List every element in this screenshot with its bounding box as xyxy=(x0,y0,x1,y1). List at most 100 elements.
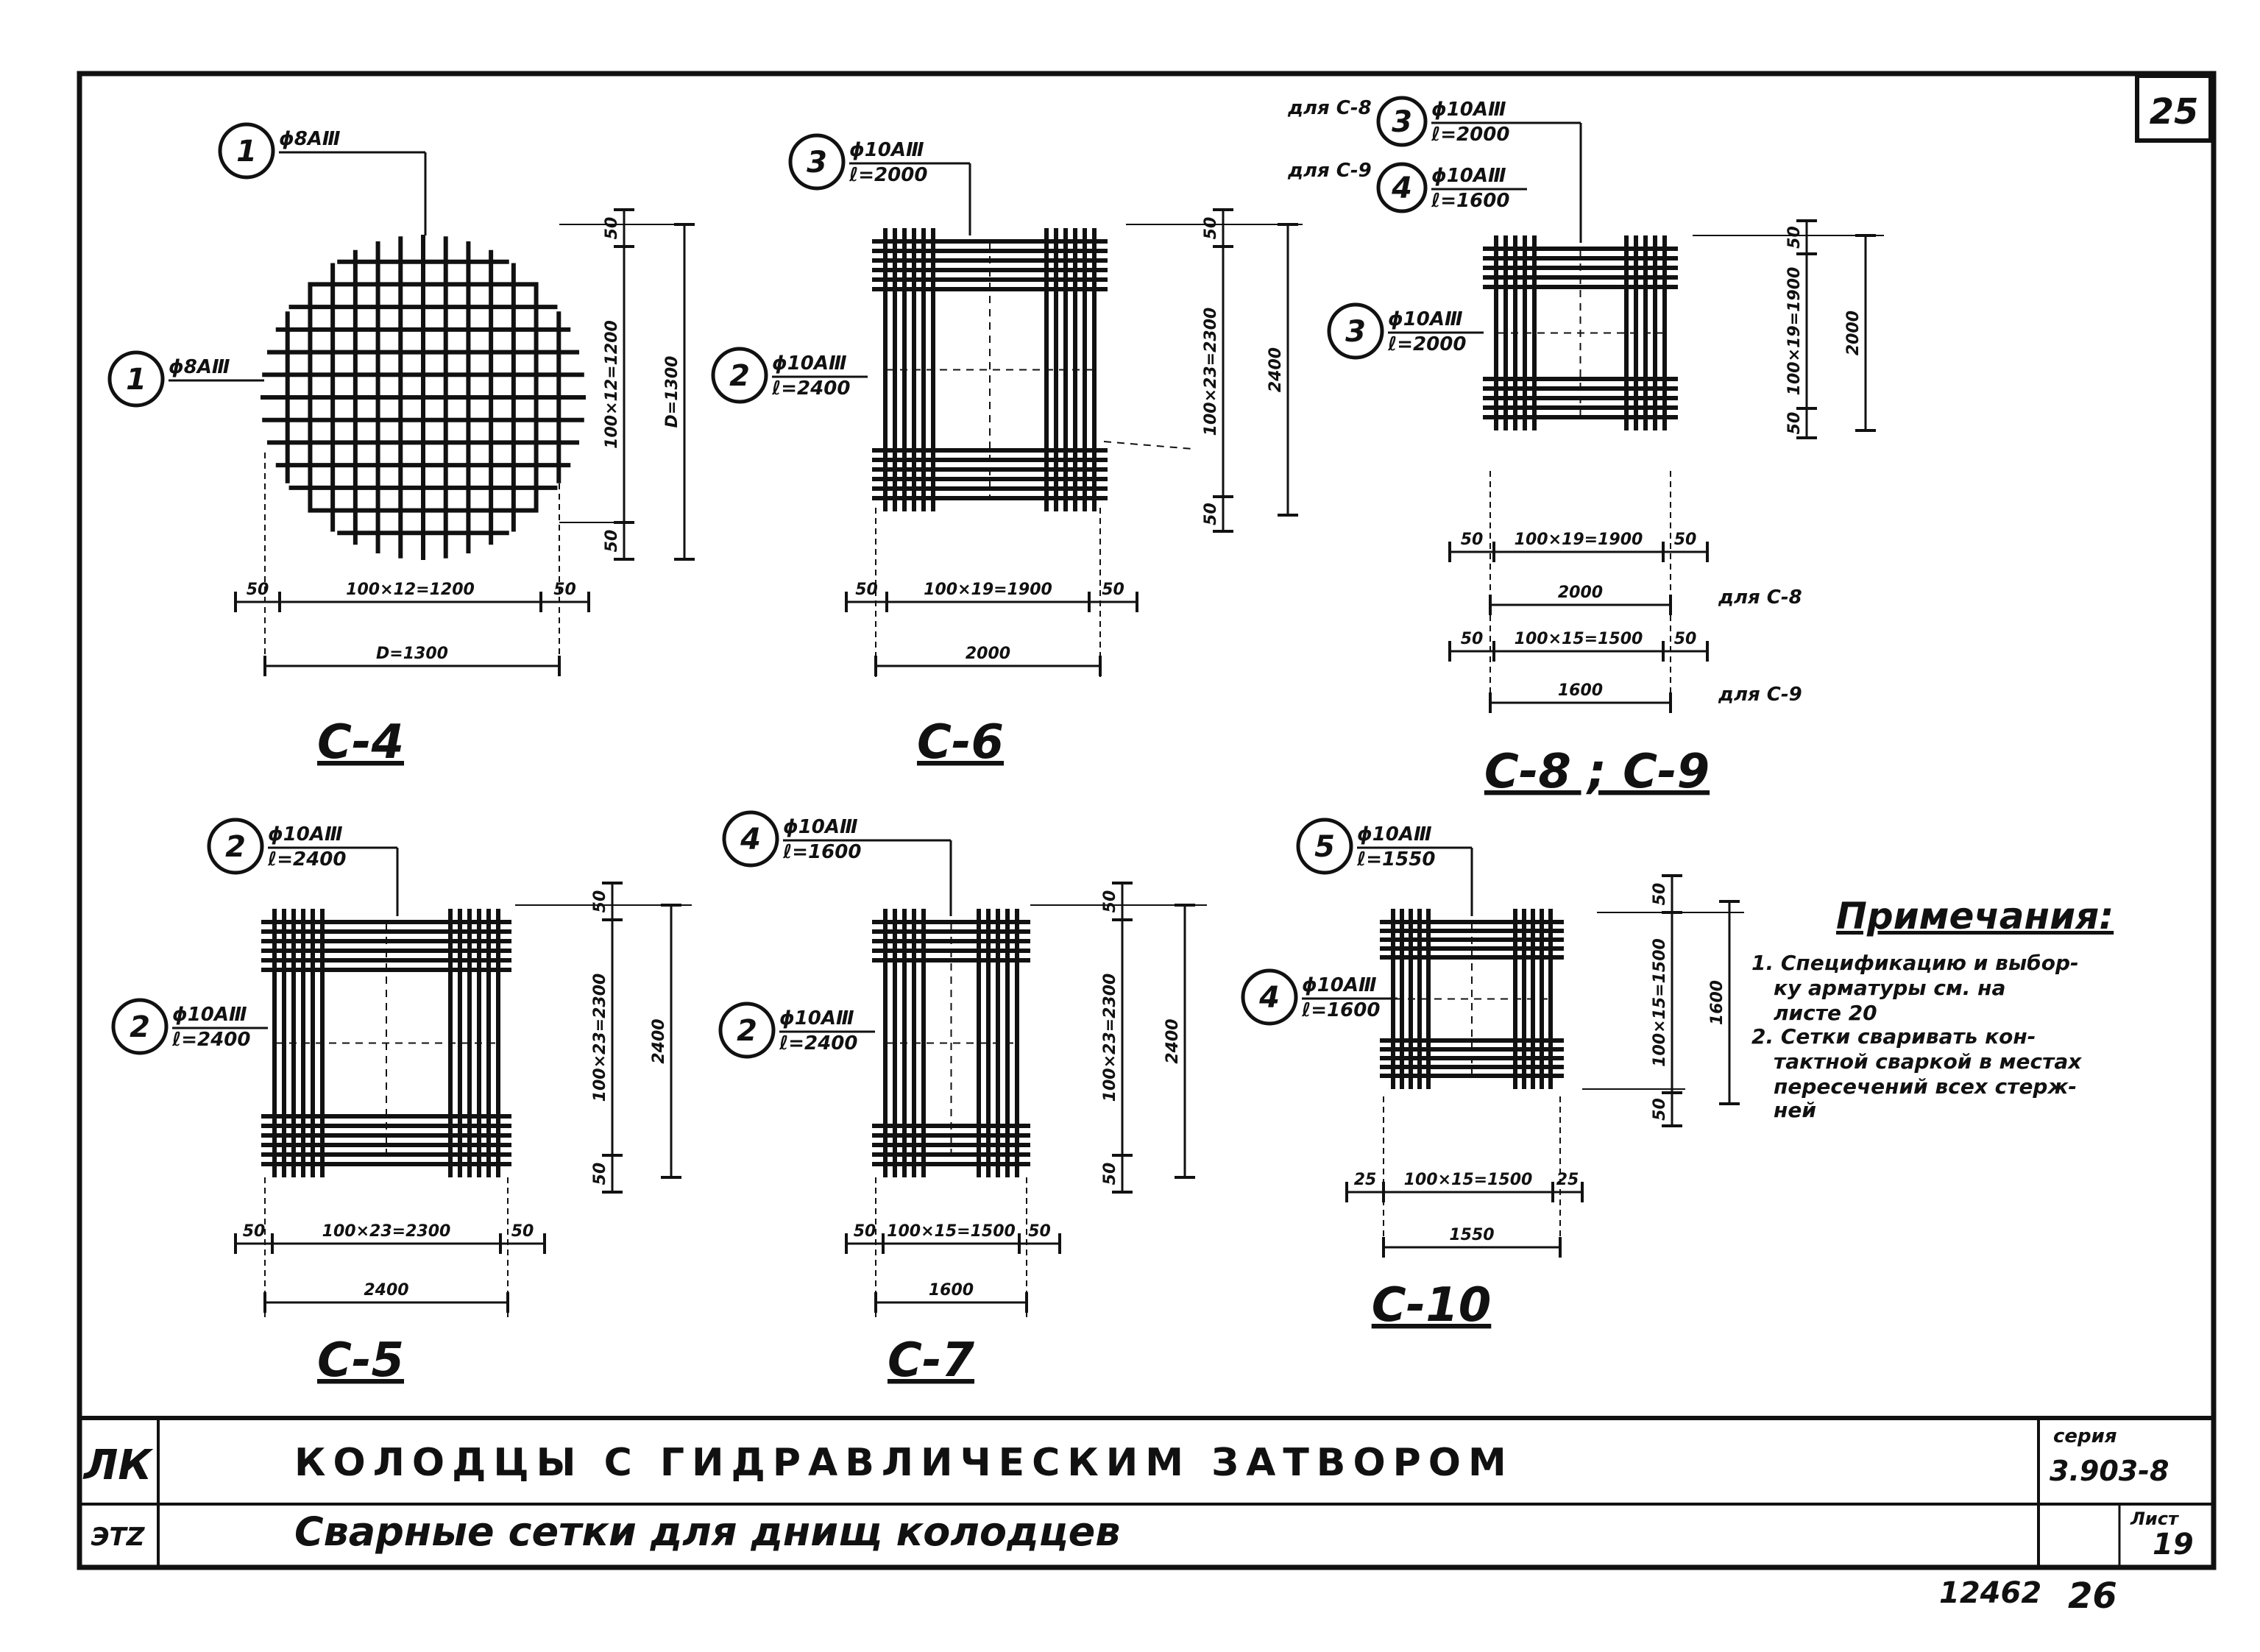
c8-dim-r2-span-text: 100×15=1500 xyxy=(1515,630,1643,648)
c7-callout-top-bar: ϕ10AⅢ xyxy=(783,816,858,838)
c8-callout-side-pos: 3 xyxy=(1345,315,1366,349)
notes-heading: Примечания: xyxy=(1836,895,2114,937)
c8-dim-r1-left-text: 50 xyxy=(1461,531,1484,549)
c8-dim-r2-left-text: 50 xyxy=(1461,630,1484,648)
label-c4: C-4 xyxy=(317,715,404,770)
c7-callout-side-len: ℓ=2400 xyxy=(779,1032,857,1054)
archive-number: 12462 xyxy=(1939,1576,2041,1610)
c7-callout-top-pos: 4 xyxy=(740,823,761,857)
c10-callout-top-pos: 5 xyxy=(1314,830,1335,864)
c6-callout-side-bar: ϕ10AⅢ xyxy=(772,352,847,375)
c6-mesh xyxy=(872,228,1108,511)
note-line-5: тактной сваркой в местах xyxy=(1774,1049,2082,1074)
c10-dim-total-v-text: 1600 xyxy=(1708,980,1726,1025)
c7-dim-total-h-text: 1600 xyxy=(929,1281,974,1300)
label-c6: C-6 xyxy=(917,715,1004,770)
c8-callout-top-a-len: ℓ=2000 xyxy=(1431,124,1509,146)
c6-callout-top-pos: 3 xyxy=(807,146,827,180)
c8-callout-top-a-circle xyxy=(1376,96,1428,147)
sheet-frame xyxy=(77,71,2217,1570)
label-c5: C-5 xyxy=(317,1333,404,1388)
c4-dim-total-h-text: D=1300 xyxy=(376,645,448,663)
c10-dim-span-v-text: 100×15=1500 xyxy=(1651,938,1669,1067)
c8-dim-r2-total-text: 1600 xyxy=(1558,681,1603,700)
c4-callout-top-bar: ϕ8AⅢ xyxy=(279,128,341,150)
label-c7: C-7 xyxy=(888,1333,975,1388)
c5-dim-span-v-text: 100×23=2300 xyxy=(591,974,609,1102)
c8-dim-r1-right-text: 50 xyxy=(1674,531,1697,549)
c8-callout-top-a-bar: ϕ10AⅢ xyxy=(1431,99,1506,121)
note-line-3: листе 20 xyxy=(1774,1001,1877,1025)
drawing-code: ЭТZ xyxy=(91,1522,146,1552)
notes-block: Примечания: 1. Спецификацию и выбор- ку … xyxy=(1751,895,2114,1122)
c10-dim-left-text: 25 xyxy=(1354,1171,1377,1189)
c7-callout-side-circle xyxy=(718,1002,776,1059)
sheet-number: 19 xyxy=(2153,1528,2194,1561)
c10-callout-side-len: ℓ=1600 xyxy=(1301,999,1380,1021)
c4-dim-top-text: 50 xyxy=(603,217,621,240)
c5-dim-total-v-text: 2400 xyxy=(650,1018,668,1063)
c5-callout-side-circle xyxy=(111,998,169,1055)
c5-mesh xyxy=(261,909,511,1177)
c4-callout-side-circle xyxy=(107,350,165,408)
c7-dim-top-text: 50 xyxy=(1101,890,1119,913)
c7-callout-top-circle xyxy=(722,810,779,868)
note-line-7: ней xyxy=(1774,1098,1816,1122)
c8-dim-r1-note: для C-8 xyxy=(1718,586,1802,609)
c10-dim-top-text: 50 xyxy=(1651,883,1669,906)
c4-dim-span-v-text: 100×12=1200 xyxy=(603,320,621,449)
c7-dim-span-v-text: 100×23=2300 xyxy=(1101,974,1119,1102)
c5-dim-total-h-text: 2400 xyxy=(364,1281,408,1300)
c4-callout-side-pos: 1 xyxy=(126,363,146,397)
c5-callout-top-bar: ϕ10AⅢ xyxy=(268,823,343,846)
c8-prefix-b: для C-9 xyxy=(1287,160,1372,182)
c5-dim-top-text: 50 xyxy=(591,890,609,913)
c4-dim-left-text: 50 xyxy=(247,581,269,599)
drawing-c4: 1 ϕ8AⅢ 1 ϕ8AⅢ 50 100×12=1200 50D=1300 50 100×12=… xyxy=(107,122,695,770)
c5-dim-bot-text: 50 xyxy=(591,1163,609,1185)
c8-dim-top-text: 50 xyxy=(1785,226,1804,249)
c7-callout-side-pos: 2 xyxy=(737,1014,757,1048)
c5-dim-left-text: 50 xyxy=(243,1222,266,1241)
c8-dim-r1-span-text: 100×19=1900 xyxy=(1515,531,1643,549)
c4-dim-bot-text: 50 xyxy=(603,530,621,553)
c10-mesh xyxy=(1380,909,1564,1089)
c4-callout-top-pos: 1 xyxy=(236,135,257,169)
c10-dim-bot-text: 50 xyxy=(1651,1098,1669,1121)
c4-dim-right-text: 50 xyxy=(553,581,576,599)
top-sheet-number: 25 xyxy=(2150,91,2199,132)
c6-dim-top-text: 50 xyxy=(1202,217,1220,240)
c6-callout-top-circle xyxy=(788,133,846,191)
c8-dim-r2-note: для C-9 xyxy=(1718,684,1802,706)
c8-dim-r2-right-text: 50 xyxy=(1674,630,1697,648)
label-c8-c9: C-8 ; C-9 xyxy=(1484,745,1710,799)
c5-callout-side-pos: 2 xyxy=(130,1010,150,1044)
c6-callout-side-pos: 2 xyxy=(729,359,750,393)
c6-callout-side-len: ℓ=2400 xyxy=(771,377,850,400)
c7-callout-top-len: ℓ=1600 xyxy=(782,841,861,863)
series-label: серия xyxy=(2053,1425,2117,1447)
c4-dim-span-h-text: 100×12=1200 xyxy=(346,581,475,599)
note-line-2: ку арматуры см. на xyxy=(1774,976,2005,1000)
c10-dim-span-h-text: 100×15=1500 xyxy=(1404,1171,1533,1189)
c10-callout-side-pos: 4 xyxy=(1258,981,1280,1015)
c7-dim-right-text: 50 xyxy=(1028,1222,1051,1241)
c8-dim-span-v-text: 100×19=1900 xyxy=(1785,267,1804,396)
c5-dim-right-text: 50 xyxy=(511,1222,534,1241)
c6-callout-top-bar: ϕ10AⅢ xyxy=(849,139,924,161)
c7-dim-span-h-text: 100×15=1500 xyxy=(887,1222,1016,1241)
c6-dim-bot-text: 50 xyxy=(1202,503,1220,525)
c4-callout-side-bar: ϕ8AⅢ xyxy=(169,356,230,378)
note-line-4: 2. Сетки сваривать кон- xyxy=(1751,1024,2036,1049)
page-number: 26 xyxy=(2068,1575,2117,1617)
c6-callout-top-len: ℓ=2000 xyxy=(849,164,927,186)
sheet-subtitle: Сварные сетки для днищ колодцев xyxy=(294,1509,1120,1555)
c8-mesh xyxy=(1483,235,1678,430)
c10-callout-top-circle xyxy=(1296,818,1353,875)
